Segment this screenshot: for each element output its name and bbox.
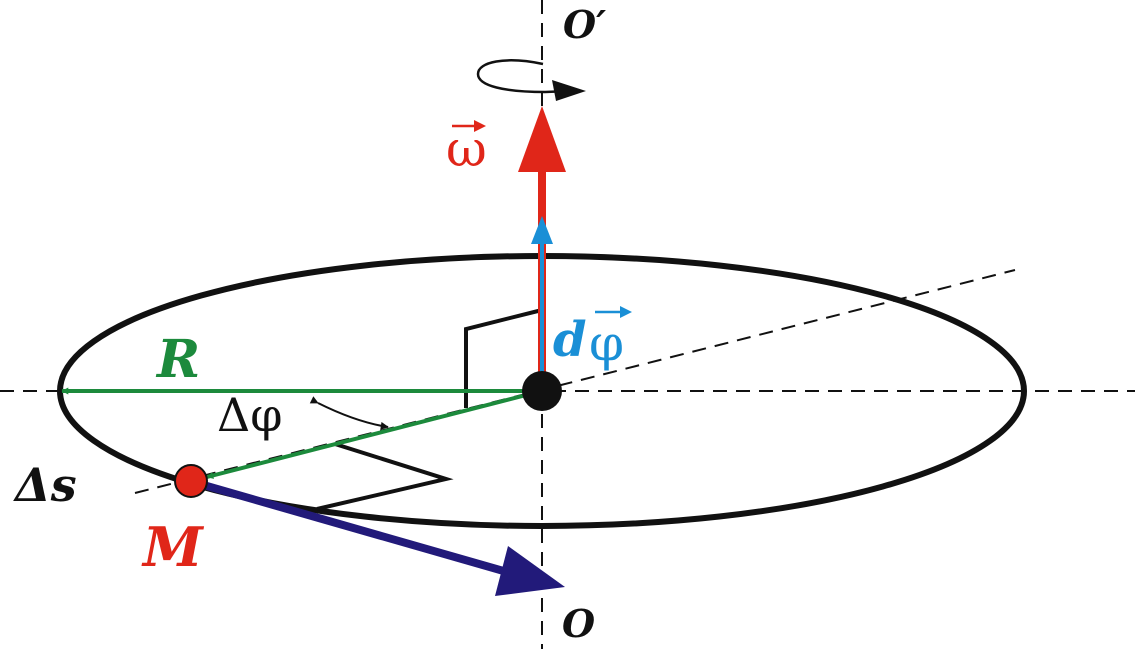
delta-phi-arc xyxy=(309,396,389,430)
label-dphi-d: d xyxy=(553,312,587,368)
velocity-vector-shaft xyxy=(191,478,530,582)
right-angle-marker-upper xyxy=(464,308,543,408)
label-delta-s: Δs xyxy=(15,458,77,512)
rotation-arrow-head xyxy=(552,80,586,101)
label-axis-top: O′ xyxy=(563,2,607,47)
point-m xyxy=(174,464,208,498)
center-point xyxy=(522,371,562,411)
label-radius: R xyxy=(157,329,201,390)
label-point-m: M xyxy=(143,515,203,579)
velocity-vector-head xyxy=(495,546,565,596)
dphi-label-arrow-head xyxy=(620,306,632,318)
omega-label-arrow-head xyxy=(474,120,486,132)
dphi-vector-head xyxy=(531,216,553,244)
label-omega: ω xyxy=(446,120,487,178)
label-delta-phi: Δφ xyxy=(217,388,283,442)
radius-vector-to-m xyxy=(206,389,543,479)
rotation-direction-arrow xyxy=(476,59,571,94)
omega-vector-head xyxy=(518,106,566,172)
label-dphi-phi: φ xyxy=(589,314,625,372)
label-axis-bottom: O xyxy=(562,601,596,646)
right-angle-marker-lower xyxy=(316,442,454,511)
